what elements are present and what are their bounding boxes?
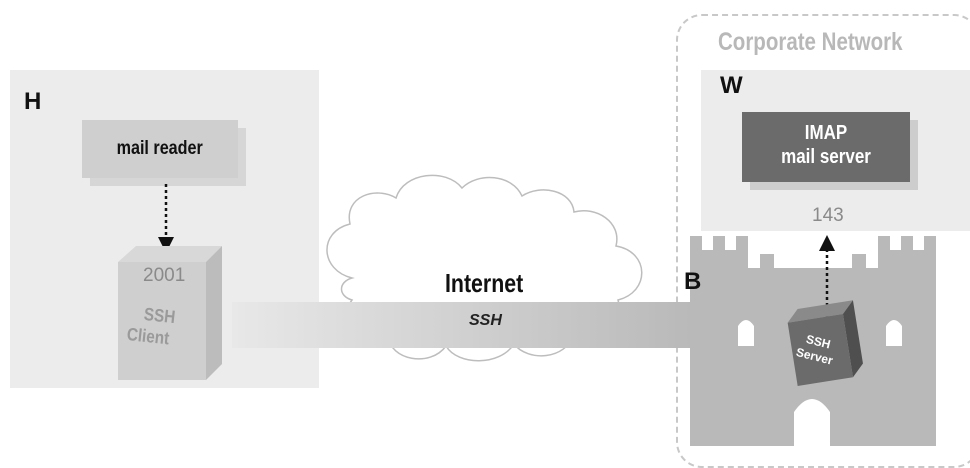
castle-window-left [738,320,754,346]
bastion-castle [690,236,936,446]
castle-window-right [886,320,902,346]
ssh-client-box [118,246,222,380]
ssh-client-label-line2: Client [125,324,171,349]
ssh-server-box [787,300,863,386]
ssh-tunnel-arrow [232,292,730,358]
imap-port-label: 143 [812,205,844,226]
ssh-client-port-label: 2001 [143,265,186,286]
imap-server-box: IMAP mail server [742,112,910,182]
host-w-label: W [720,72,743,99]
local-forward-arrowhead [158,237,174,253]
imap-label: IMAP [804,122,848,144]
ssh-client-label-line1: SSH [142,304,177,328]
internet-label: Internet [445,268,524,298]
corporate-network-label: Corporate Network [718,28,903,56]
host-b-label: B [684,268,702,295]
mail-reader-box: mail reader [82,120,238,178]
remote-forward-arrowhead [819,235,835,251]
host-h-label: H [24,88,42,115]
mail-reader-label: mail reader [116,138,204,159]
imap-server-label: mail server [781,146,871,168]
ssh-tunnel-label: SSH [469,312,502,329]
castle-door [794,399,830,448]
